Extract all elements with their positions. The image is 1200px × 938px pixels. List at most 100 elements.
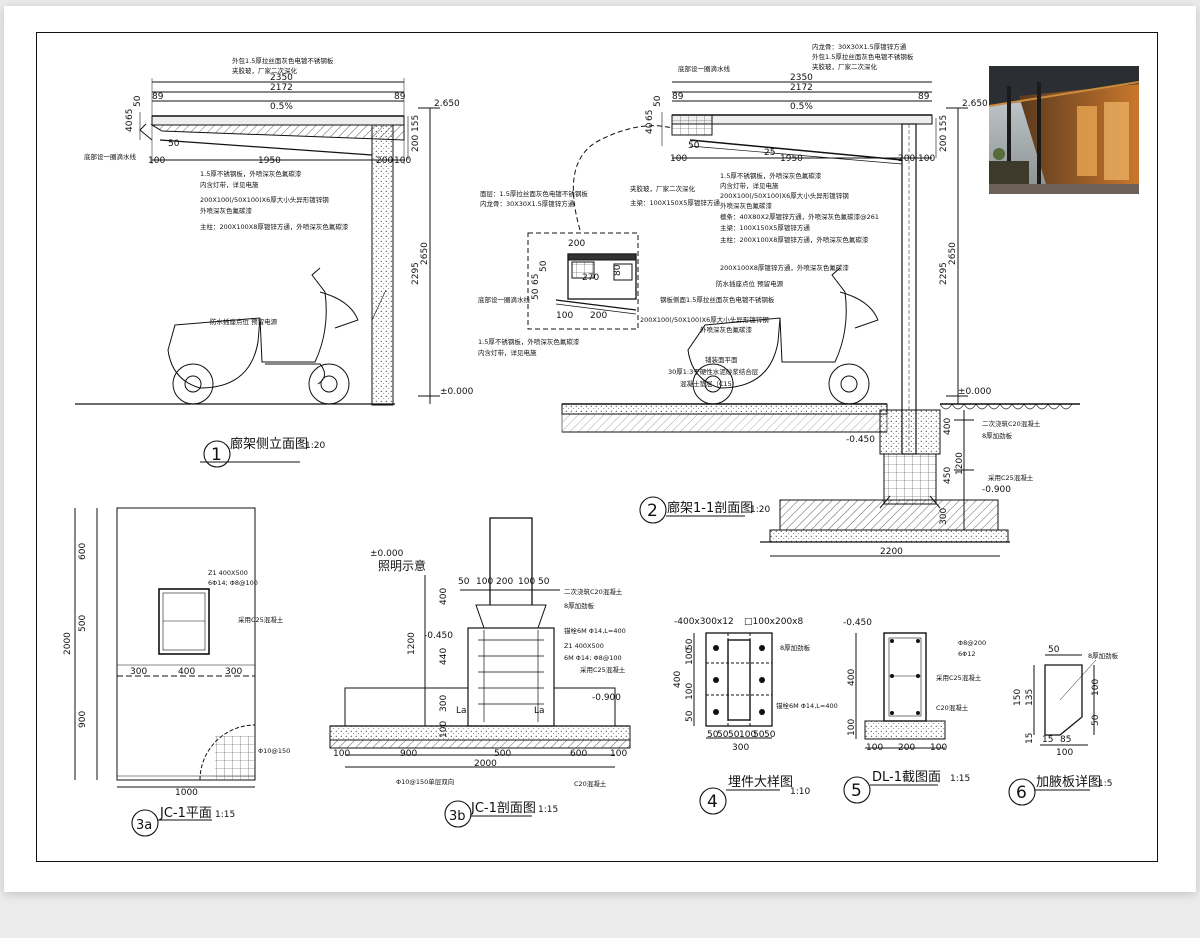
v3b-dim: 2000: [474, 759, 497, 769]
v3a-dim: 2000: [63, 632, 73, 655]
side-elevation-view: [75, 78, 440, 406]
v5-dim: 100: [930, 743, 947, 753]
v3b-level: -0.450: [424, 631, 453, 641]
v3b-note: 8厚加劲板: [564, 601, 595, 610]
view6-labels: 50 135 150 100 50 15 15 85 100 8厚加劲板: [1013, 645, 1119, 758]
v5-note: 采用C25混凝土: [936, 673, 982, 682]
v6-dim: 100: [1056, 748, 1073, 758]
v2-dim: 2295: [939, 262, 949, 285]
v3b-note: Z1 400X500: [564, 642, 604, 650]
v6-dim: 15: [1042, 735, 1053, 745]
v1-dim: 89: [152, 92, 164, 102]
v1-dim: 2295: [411, 262, 421, 285]
v2-dim: 200: [568, 239, 585, 249]
v3a-dim: 1000: [175, 788, 198, 798]
v2-dim: 2172: [790, 83, 813, 93]
v2-dim: 2650: [948, 242, 958, 265]
v5-note: C20混凝土: [936, 703, 969, 712]
v2-note: 1.5厚不锈钢板，外喷深灰色氟碳漆: [478, 337, 580, 346]
v6-note: 8厚加劲板: [1088, 651, 1119, 660]
section-1-1-view: [527, 81, 1080, 557]
v3b-dim: 600: [570, 749, 587, 759]
title-1-number: 1: [211, 445, 222, 465]
v3a-note: 6Φ14; Φ8@100: [208, 579, 258, 587]
v5-note: 6Φ12: [958, 650, 976, 658]
v2-dim: 2200: [880, 547, 903, 557]
v1-note: 外喷深灰色氟碳漆: [200, 206, 253, 215]
title-5-name: DL-1截图面: [872, 770, 941, 785]
v2-dim: 65: [531, 274, 541, 285]
title-6-scale: 1:5: [1098, 779, 1112, 789]
v4-dim: 50: [764, 730, 776, 740]
v3a-note: Z1 400X500: [208, 569, 248, 577]
view3a-labels: 600 500 2000 900 300 400 300 1000 Z1 400…: [63, 543, 290, 798]
view2-labels: 2350 2172 89 89 0.5% 1950 100 25 200 100…: [478, 42, 1041, 557]
v2-note: 混凝土垫层（C15）: [680, 379, 738, 388]
v3a-note: Φ10@150: [258, 747, 290, 755]
v2-note: 底部设一圈滴水线: [478, 295, 531, 304]
v1-dim: 89: [394, 92, 406, 102]
v3b-dim: 50: [538, 577, 550, 587]
v3b-dim: 100: [439, 721, 449, 738]
v1-dim: 200: [376, 156, 393, 166]
title-1-scale: 1:20: [305, 441, 325, 451]
title-2-number: 2: [647, 501, 658, 521]
v3a-dim: 400: [178, 667, 195, 677]
v2-note: 200X100X8厚镀锌方通，外喷深灰色氟碳漆: [720, 263, 849, 272]
title-3a-name: JC-1平面: [159, 806, 212, 821]
v3b-dim: 1200: [407, 632, 417, 655]
embedded-part-detail: [693, 632, 773, 739]
v1-dim: 50: [168, 139, 180, 149]
v2-dim: 65: [645, 110, 655, 121]
v2-note: 8厚加劲板: [982, 431, 1013, 440]
title-6-name: 加腋板详图: [1036, 775, 1101, 790]
v2-dim: 89: [672, 92, 684, 102]
v3b-dim: La: [534, 706, 545, 716]
v3b-dim: 400: [439, 588, 449, 605]
v1-dim: 65: [125, 109, 135, 120]
v2-dim: 200: [898, 154, 915, 164]
v1-dim: 100: [394, 156, 411, 166]
v2-dim: 50: [539, 260, 549, 272]
v6-dim: 85: [1060, 735, 1071, 745]
v2-dim: 80: [613, 264, 623, 276]
title-3a-number: 3a: [136, 818, 152, 833]
v1-note: 200X100(/50X100)X6厚大小头异形镀锌钢: [200, 195, 329, 204]
v3b-dim: 500: [494, 749, 511, 759]
v2-level: -0.900: [982, 485, 1011, 495]
v5-dim: 400: [847, 669, 857, 686]
reference-photo: [989, 66, 1139, 194]
v1-level: ±0.000: [440, 387, 474, 397]
v3b-level: ±0.000: [370, 549, 404, 559]
v2-dim: 100: [556, 311, 573, 321]
v1-note: 1.5厚不锈钢板，外喷深灰色氟碳漆: [200, 169, 302, 178]
v1-note: 内含灯带，详见电施: [200, 180, 259, 189]
v2-note: 铺装面平面: [705, 355, 738, 364]
v3b-note: 采用C25混凝土: [580, 665, 626, 674]
v4-dim: 50: [685, 710, 695, 722]
v3a-dim: 300: [225, 667, 242, 677]
v2-note: 外喷深灰色氟碳漆: [700, 325, 753, 334]
v1-dim: 1950: [258, 156, 281, 166]
v2-dim: 50: [688, 141, 700, 151]
v4-dim: 50: [753, 730, 765, 740]
v3a-dim: 900: [78, 711, 88, 728]
v4-dim: 50: [728, 730, 740, 740]
jc1-section-view: [329, 517, 631, 768]
v4-dim: 100: [685, 648, 695, 665]
v2-dim: 50: [653, 95, 663, 107]
v3a-dim: 300: [130, 667, 147, 677]
v2-note: 面层：1.5厚拉丝面灰色电镀不锈钢板: [480, 189, 588, 198]
v4-note: 8厚加劲板: [780, 643, 811, 652]
v2-dim: 50: [531, 288, 541, 300]
v3a-dim: 500: [78, 615, 88, 632]
v3b-dim: 50: [458, 577, 470, 587]
v2-note: 30厚1:3干硬性水泥砂浆结合层: [668, 367, 759, 376]
view-titles: 1 廊架侧立面图 1:20 2 廊架1-1剖面图 1:20 3a JC-1平面 …: [136, 436, 1112, 833]
v2-note: 内龙骨：30X30X1.5厚镀锌方通: [480, 199, 575, 208]
v2-level: -0.450: [846, 435, 875, 445]
v1-dim: 200: [411, 135, 421, 152]
title-1-name: 廊架侧立面图: [230, 436, 308, 452]
title-4-name: 埋件大样图: [728, 775, 793, 790]
v1-note: 夹胶玻，厂家二次深化: [232, 66, 298, 75]
